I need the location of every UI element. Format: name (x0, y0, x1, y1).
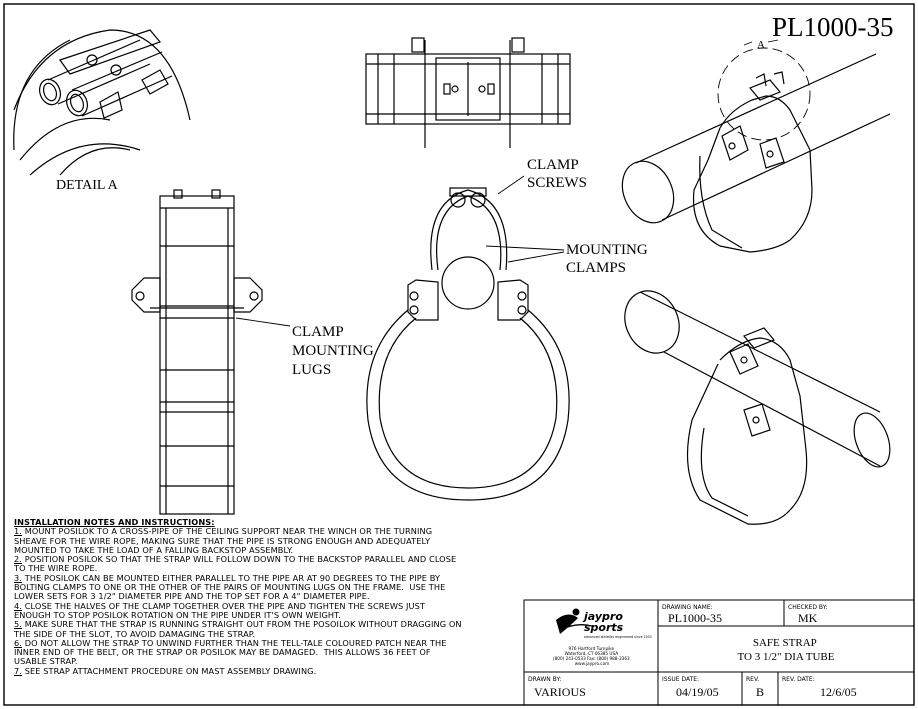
note-line: BOLTING CLAMPS TO ONE OR THE OTHER OF TH… (14, 582, 524, 593)
note-number: 5. (14, 619, 23, 630)
notes-heading: INSTALLATION NOTES AND INSTRUCTIONS: (14, 517, 215, 527)
side-elevation-view (131, 189, 263, 515)
drawn-by-label: DRAWN BY: (528, 676, 561, 683)
note-line: THE SIDE OF THE SLOT, TO AVOID DAMAGING … (14, 628, 524, 639)
checked-by-label: CHECKED BY: (788, 604, 828, 611)
rev-label: REV. (746, 676, 759, 683)
detail-a-label: DETAIL A (56, 178, 119, 193)
isometric-view-upper: A (621, 39, 891, 253)
drawing-name-value: PL1000-35 (668, 611, 722, 625)
note-text: POSITION POSILOK SO THAT THE STRAP WILL … (22, 554, 457, 565)
note-number: 1. (14, 526, 23, 537)
note-text: THE POSILOK CAN BE MOUNTED EITHER PARALL… (22, 572, 441, 583)
clamp-screws-label: CLAMP SCREWS (527, 157, 587, 191)
note-line: 7. SEE STRAP ATTACHMENT PROCEDURE ON MAS… (14, 665, 524, 676)
logo-text-jaypro: jaypro (582, 610, 623, 623)
logo-tagline: advanced athletics engineered since 1933 (584, 635, 652, 639)
mounting-clamps-label: MOUNTING CLAMPS (566, 242, 651, 276)
note-number: 7. (14, 665, 23, 676)
issue-date-value: 04/19/05 (676, 685, 719, 699)
note-line: 5. MAKE SURE THAT THE STRAP IS RUNNING S… (14, 620, 524, 629)
note-line: 2. POSITION POSILOK SO THAT THE STRAP WI… (14, 555, 524, 564)
checked-by-value: MK (798, 611, 818, 625)
note-number: 2. (14, 554, 23, 565)
note-number: 4. (14, 600, 23, 611)
top-plan-view (365, 37, 571, 148)
note-text: DO NOT ALLOW THE STRAP TO UNWIND FURTHER… (22, 637, 447, 648)
note-number: 6. (14, 637, 23, 648)
note-line: LOWER SETS FOR 3 1/2" DIAMETER PIPE AND … (14, 592, 524, 601)
drawing-title: PL1000-35 (772, 12, 894, 42)
note-text: THE SIDE OF THE SLOT, TO AVOID DAMAGING … (14, 628, 256, 639)
leader-line-clamps-2 (507, 251, 565, 263)
drawing-name-label: DRAWING NAME: (662, 604, 713, 611)
note-line: TO THE WIRE ROPE. (14, 564, 524, 573)
rev-date-label: REV. DATE: (782, 676, 815, 683)
detail-a-view (13, 29, 191, 176)
installation-notes: INSTALLATION NOTES AND INSTRUCTIONS: 1. … (14, 517, 524, 676)
note-text: USABLE STRAP. (14, 656, 78, 667)
drawing-description: SAFE STRAP TO 3 1/2" DIA TUBE (738, 637, 835, 663)
note-text: INNER END OF THE BELT, OR THE STRAP OR P… (14, 647, 431, 658)
clamp-mounting-lugs-label: CLAMP MOUNTING LUGS (292, 324, 377, 378)
note-line: 3. THE POSILOK CAN BE MOUNTED EITHER PAR… (14, 572, 524, 583)
company-address: 976 Hartford Turnpike Waterford, CT 0638… (553, 646, 631, 666)
note-text: BOLTING CLAMPS TO ONE OR THE OTHER OF TH… (14, 582, 446, 593)
note-text: TO THE WIRE ROPE. (14, 563, 98, 574)
logo-text-sports: sports (584, 621, 624, 634)
note-text: SEE STRAP ATTACHMENT PROCEDURE ON MAST A… (22, 665, 317, 676)
front-elevation-view (366, 187, 570, 501)
note-line: 6. DO NOT ALLOW THE STRAP TO UNWIND FURT… (14, 637, 524, 648)
note-text: MOUNTED TO TAKE THE LOAD OF A FALLING BA… (14, 544, 294, 555)
leader-line-lugs (235, 317, 291, 327)
note-text: ENOUGH TO STOP POSILOK ROTATION ON THE P… (14, 609, 342, 620)
note-text: CLOSE THE HALVES OF THE CLAMP TOGETHER O… (22, 600, 426, 611)
drawn-by-value: VARIOUS (534, 685, 586, 699)
note-text: MOUNT POSILOK TO A CROSS-PIPE OF THE CEI… (22, 526, 433, 537)
leader-line-clamps-1 (485, 245, 565, 251)
note-line: SHEAVE FOR THE WIRE ROPE, MAKING SURE TH… (14, 535, 524, 546)
issue-date-label: ISSUE DATE: (662, 676, 699, 683)
note-text: SHEAVE FOR THE WIRE ROPE, MAKING SURE TH… (14, 535, 431, 546)
note-line: ENOUGH TO STOP POSILOK ROTATION ON THE P… (14, 609, 524, 620)
note-number: 3. (14, 572, 23, 583)
note-text: MAKE SURE THAT THE STRAP IS RUNNING STRA… (22, 619, 462, 630)
note-line: USABLE STRAP. (14, 657, 524, 666)
notes-list: 1. MOUNT POSILOK TO A CROSS-PIPE OF THE … (14, 527, 524, 676)
rev-value: B (756, 685, 764, 699)
note-text: LOWER SETS FOR 3 1/2" DIAMETER PIPE AND … (14, 591, 370, 602)
leader-line-screws (497, 175, 525, 195)
note-line: 1. MOUNT POSILOK TO A CROSS-PIPE OF THE … (14, 527, 524, 536)
title-block (523, 599, 915, 706)
rev-date-value: 12/6/05 (820, 685, 857, 699)
note-line: 4. CLOSE THE HALVES OF THE CLAMP TOGETHE… (14, 600, 524, 611)
section-a-label: A (757, 39, 765, 51)
isometric-view-lower (624, 290, 891, 525)
note-line: INNER END OF THE BELT, OR THE STRAP OR P… (14, 648, 524, 657)
note-line: MOUNTED TO TAKE THE LOAD OF A FALLING BA… (14, 544, 524, 555)
